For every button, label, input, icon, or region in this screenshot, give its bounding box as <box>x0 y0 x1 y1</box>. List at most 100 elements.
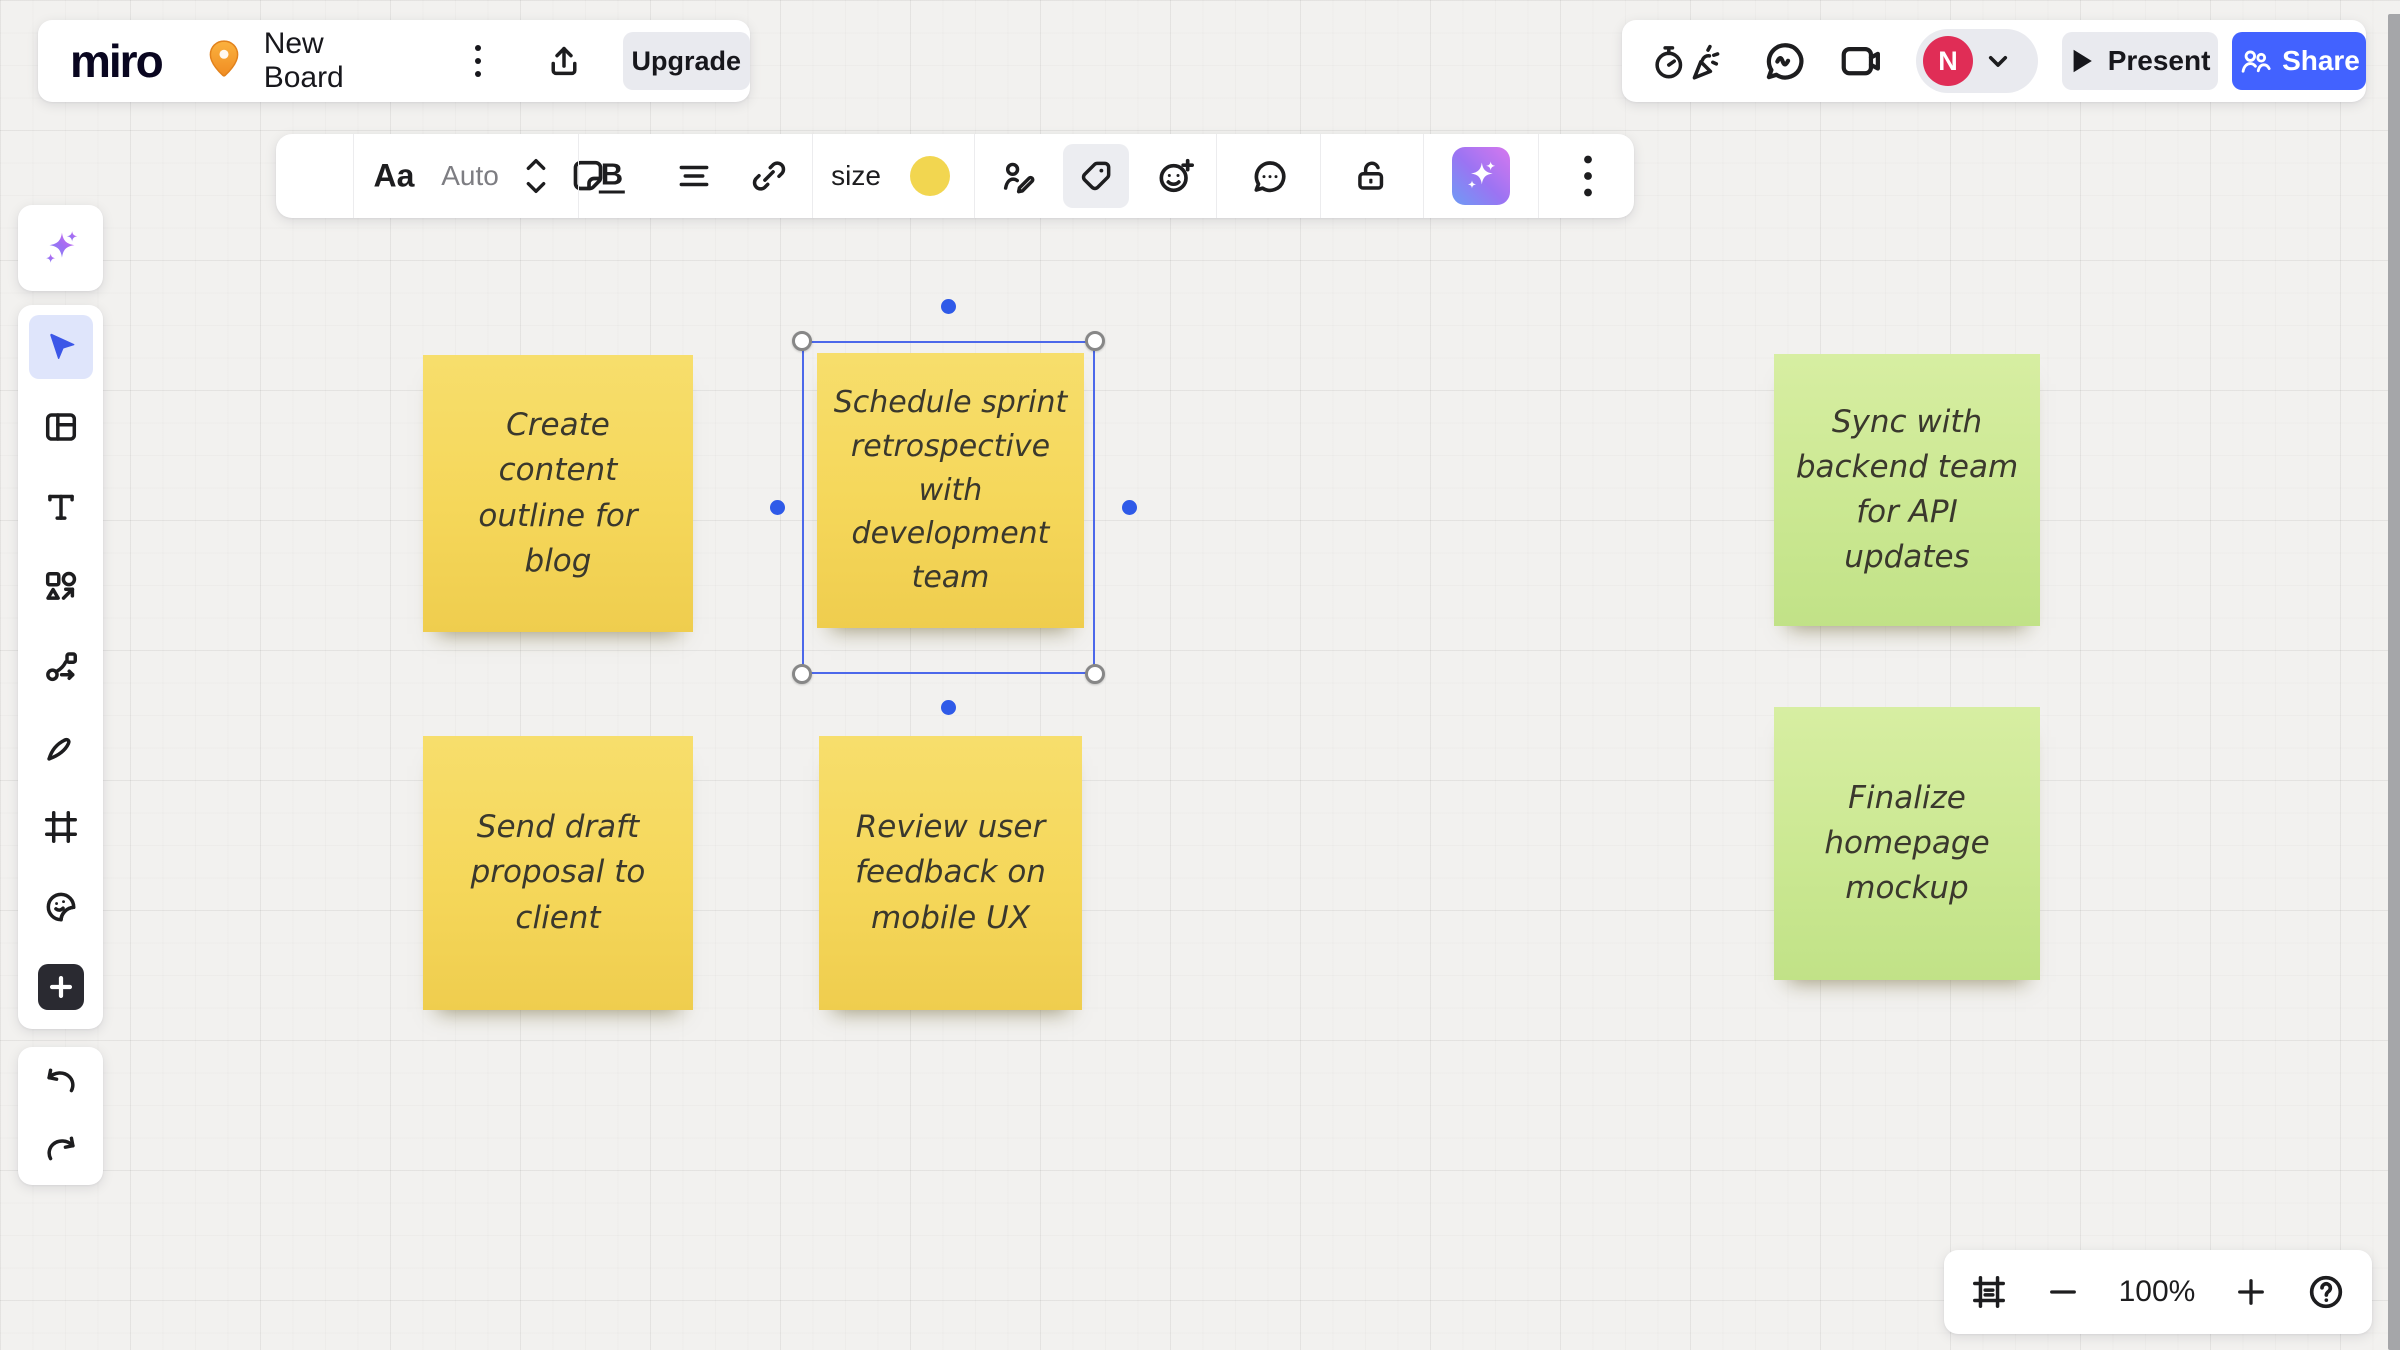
avatar: N <box>1923 36 1973 86</box>
zoom-in-button[interactable] <box>2233 1274 2269 1310</box>
zoom-out-button[interactable] <box>2045 1274 2081 1310</box>
bold-label: B <box>598 156 626 194</box>
cursor-icon <box>49 333 74 360</box>
bold-button[interactable]: B <box>598 156 626 194</box>
connector-dot-top[interactable] <box>941 299 956 314</box>
share-button[interactable]: Share <box>2231 32 2366 90</box>
sticky-color-swatch[interactable] <box>910 156 950 196</box>
history-panel <box>18 1047 103 1185</box>
tag-icon <box>1081 161 1111 191</box>
select-tool[interactable] <box>28 315 93 379</box>
author-pen-icon <box>1003 162 1035 194</box>
font-style-icon: Aa <box>373 157 415 194</box>
connector-dot-bottom[interactable] <box>941 700 956 715</box>
sticky-note[interactable]: Review user feedback on mobile UX <box>819 736 1082 1010</box>
chevron-down-icon <box>1988 55 2008 67</box>
fit-frame-icon <box>1973 1276 2005 1308</box>
align-center-icon <box>679 165 709 187</box>
sticky-note[interactable]: Create content outline for blog <box>423 355 693 632</box>
comment-button[interactable] <box>1250 156 1290 196</box>
present-button[interactable]: Present <box>2062 32 2218 90</box>
undo-icon <box>46 1068 75 1093</box>
export-board-button[interactable] <box>539 36 589 86</box>
font-size-label: Auto <box>441 160 499 191</box>
templates-icon <box>45 413 76 441</box>
board-title[interactable]: New Board <box>263 27 344 94</box>
resize-handle-bottom-left[interactable] <box>792 664 812 684</box>
resize-handle-top-left[interactable] <box>792 331 812 351</box>
collaboration-header: N Present Share <box>1622 20 2366 102</box>
yellow-color-dot <box>910 156 950 196</box>
lock-open-icon <box>1358 161 1384 190</box>
lock-button[interactable] <box>1352 157 1390 195</box>
timer-celebration-button[interactable] <box>1652 37 1732 85</box>
miro-logo[interactable]: miro <box>70 35 164 87</box>
present-label: Present <box>2107 45 2211 76</box>
text-icon <box>47 494 74 520</box>
pen-tool[interactable] <box>29 715 93 779</box>
font-size-value[interactable]: Auto <box>441 160 499 192</box>
tag-button[interactable] <box>1063 144 1129 208</box>
more-dots-icon <box>1584 155 1592 197</box>
help-button[interactable] <box>2306 1272 2346 1312</box>
sticky-note[interactable]: Send draft proposal to client <box>423 736 693 1010</box>
ai-create-button[interactable] <box>29 216 93 280</box>
connector-icon <box>45 652 77 682</box>
ai-assist-button[interactable] <box>1452 147 1510 205</box>
sticker-icon <box>46 892 75 922</box>
templates-tool[interactable] <box>29 395 93 459</box>
ai-panel-card <box>18 205 103 291</box>
link-button[interactable] <box>750 157 788 195</box>
ai-gradient-sparkle-icon <box>45 231 77 263</box>
sticky-note-toolbar: Aa Auto B size <box>276 134 1634 218</box>
timer-celebration-icon <box>1655 44 1720 80</box>
board-menu-button[interactable] <box>461 35 495 87</box>
text-tool[interactable] <box>29 475 93 539</box>
chat-button[interactable] <box>1762 38 1808 84</box>
redo-icon <box>46 1136 75 1160</box>
sticky-note[interactable]: Sync with backend team for API updates <box>1774 354 2040 626</box>
chat-icon <box>1766 43 1804 80</box>
pen-icon <box>46 737 71 761</box>
play-icon <box>2073 49 2092 73</box>
resize-handle-bottom-right[interactable] <box>1085 664 1105 684</box>
font-size-stepper[interactable] <box>523 153 549 199</box>
resize-handle-top-right[interactable] <box>1085 331 1105 351</box>
help-icon <box>2309 1275 2343 1309</box>
undo-button[interactable] <box>29 1050 93 1114</box>
emoji-plus-icon <box>1159 158 1194 193</box>
redo-button[interactable] <box>29 1118 93 1182</box>
add-emoji-button[interactable] <box>1156 156 1196 196</box>
sticky-note-type-button[interactable] <box>568 156 608 196</box>
plus-icon <box>49 975 72 999</box>
account-menu[interactable]: N <box>1916 29 2039 93</box>
connector-dot-right[interactable] <box>1122 500 1137 515</box>
ai-sparkle-icon <box>1468 161 1496 189</box>
share-label: Share <box>2282 45 2360 76</box>
sticker-tool[interactable] <box>29 875 93 939</box>
zoom-controls: 100% <box>1944 1250 2372 1334</box>
vertical-scrollbar[interactable] <box>2388 14 2400 1350</box>
connector-dot-left[interactable] <box>770 500 785 515</box>
minus-icon <box>2050 1290 2077 1294</box>
fit-to-screen-button[interactable] <box>1970 1273 2008 1311</box>
add-tools-button[interactable] <box>29 955 93 1019</box>
connector-tool[interactable] <box>29 635 93 699</box>
plus-icon <box>2237 1279 2264 1305</box>
toolbar-more-button[interactable] <box>1582 153 1594 199</box>
location-pin-icon <box>206 39 242 83</box>
stepper-chevrons-icon <box>526 158 546 194</box>
video-chat-button[interactable] <box>1838 38 1884 84</box>
text-align-button[interactable] <box>675 157 713 195</box>
author-button[interactable] <box>999 157 1037 195</box>
link-icon <box>752 161 786 191</box>
board-header: miro New Board Upgrade <box>38 20 750 102</box>
video-camera-icon <box>1841 47 1880 76</box>
frame-tool[interactable] <box>29 795 93 859</box>
sticky-note[interactable]: Finalize homepage mockup <box>1774 707 2040 980</box>
font-style-button[interactable]: Aa <box>374 158 415 195</box>
zoom-level[interactable]: 100% <box>2118 1275 2196 1308</box>
upgrade-button[interactable]: Upgrade <box>622 32 750 90</box>
sticky-note-selected[interactable]: Schedule sprint retrospective with devel… <box>817 353 1084 628</box>
shapes-tool[interactable] <box>29 555 93 619</box>
